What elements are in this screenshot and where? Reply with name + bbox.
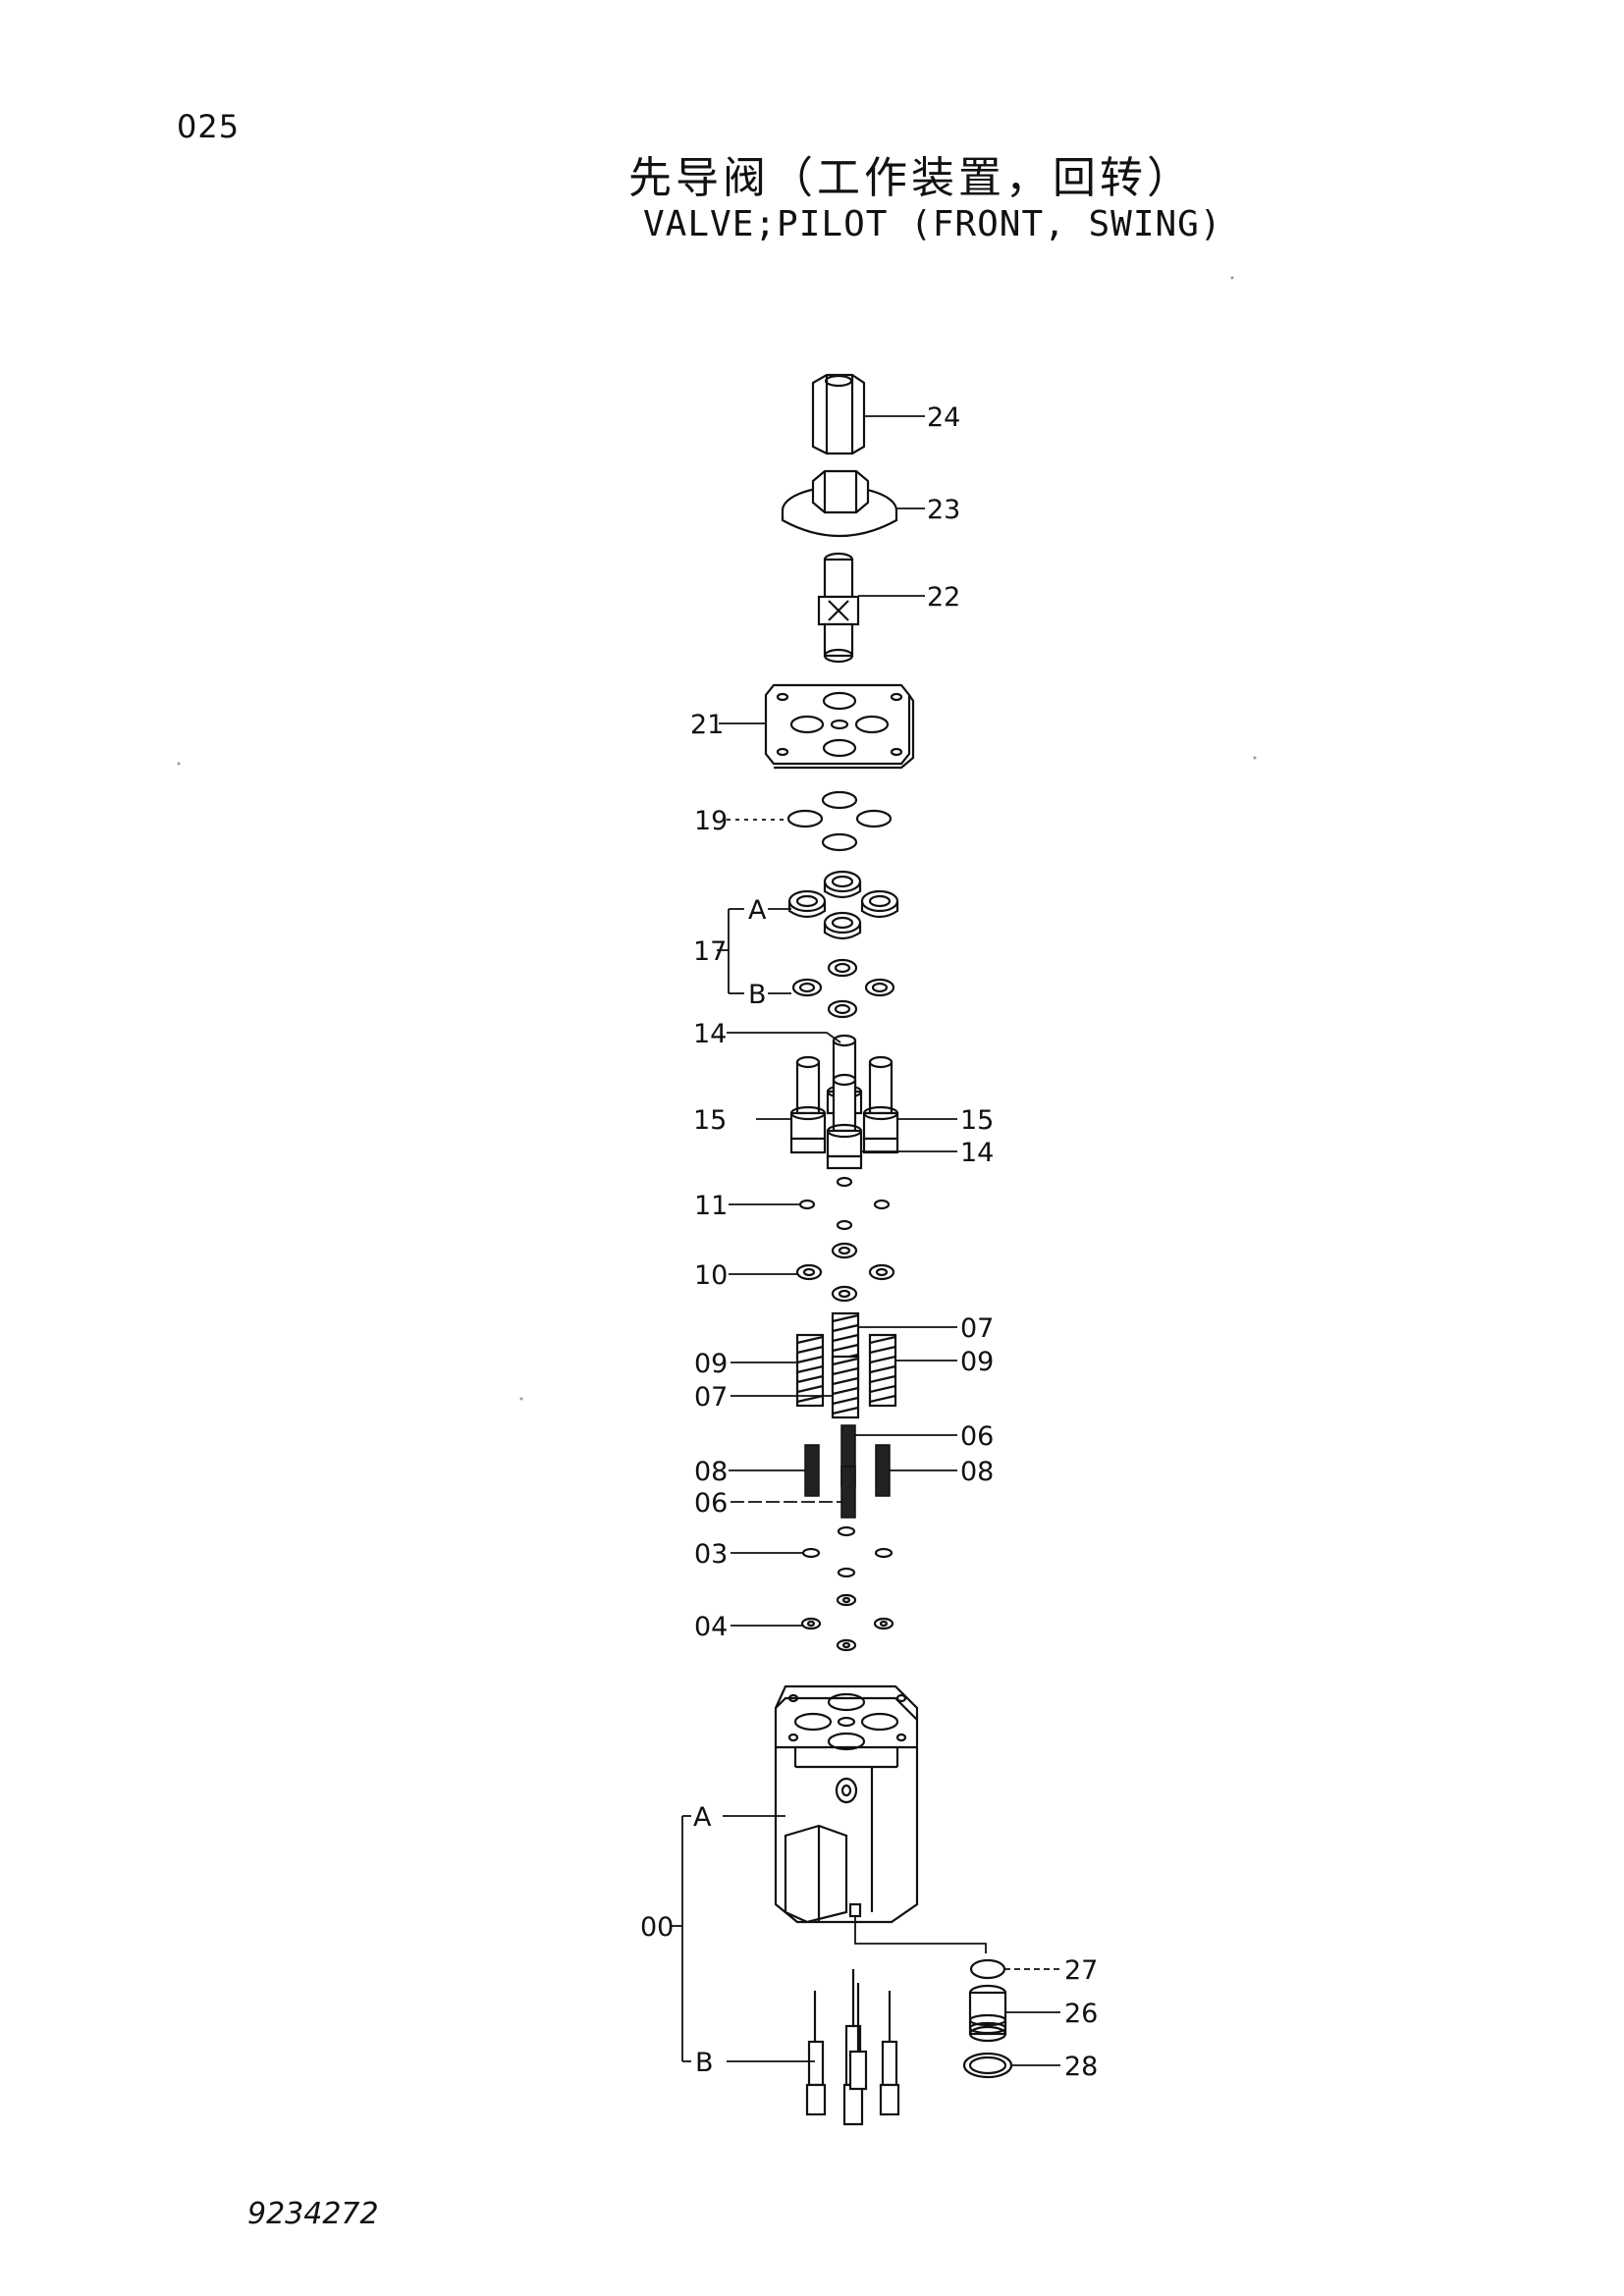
part-24-hex-coupling — [811, 373, 866, 455]
callout-26: 26 — [1064, 1999, 1098, 2029]
callout-17-A: A — [748, 895, 767, 926]
callout-14-bottom: 14 — [960, 1138, 994, 1168]
part-09-spring-right — [868, 1333, 897, 1408]
part-06-inner-spring-front — [840, 1466, 856, 1519]
callout-03: 03 — [694, 1539, 728, 1570]
callout-00-A: A — [693, 1802, 712, 1833]
callout-06-right: 06 — [960, 1421, 994, 1452]
callout-08-right: 08 — [960, 1457, 994, 1487]
callout-06-left: 06 — [694, 1488, 728, 1519]
part-26-plug — [968, 1984, 1007, 2043]
part-03-washers — [801, 1525, 893, 1578]
callout-00: 00 — [640, 1912, 674, 1943]
callout-10: 10 — [694, 1260, 728, 1291]
page-number: 025 — [177, 108, 241, 145]
callout-27: 27 — [1064, 1955, 1098, 1986]
part-04-shims — [800, 1593, 894, 1652]
callout-21: 21 — [690, 710, 724, 740]
part-10-spring-seats — [795, 1242, 895, 1303]
callout-04: 04 — [694, 1612, 728, 1642]
part-27-o-ring — [969, 1958, 1006, 1980]
part-07-spring-front — [831, 1355, 860, 1419]
callout-15-right: 15 — [960, 1105, 994, 1136]
callout-07-left: 07 — [694, 1382, 728, 1413]
callout-19: 19 — [694, 806, 728, 836]
callout-15-left: 15 — [693, 1105, 727, 1136]
part-15-pusher-right — [862, 1055, 899, 1154]
title-english: VALVE;PILOT (FRONT, SWING) — [643, 204, 1222, 244]
part-09-spring-left — [795, 1333, 825, 1408]
callout-09-right: 09 — [960, 1347, 994, 1377]
callout-28: 28 — [1064, 2052, 1098, 2082]
part-14-pusher-front — [826, 1073, 863, 1170]
callout-23: 23 — [927, 495, 960, 525]
part-00-B-push-rods — [805, 1969, 900, 2126]
callout-00-B: B — [695, 2048, 714, 2078]
part-17-seal-assemblies — [787, 870, 899, 1019]
callout-11: 11 — [694, 1191, 728, 1221]
part-22-universal-joint — [817, 552, 860, 664]
part-19-o-rings — [786, 790, 893, 852]
callout-17: 17 — [693, 936, 727, 967]
title-chinese: 先导阀（工作装置，回转） — [628, 153, 1194, 203]
part-11-rings — [798, 1176, 891, 1231]
document-id: 9234272 — [247, 2197, 379, 2231]
part-08-inner-spring-left — [804, 1444, 820, 1497]
part-15-pusher-left — [789, 1055, 827, 1154]
part-08-inner-spring-right — [875, 1444, 891, 1497]
part-23-cover-plate — [781, 469, 898, 538]
part-21-plate — [764, 683, 915, 770]
part-28-ring — [962, 2052, 1013, 2079]
callout-17-B: B — [748, 980, 767, 1010]
part-00-A-valve-body — [774, 1684, 919, 1924]
callout-07-right: 07 — [960, 1313, 994, 1344]
callout-24: 24 — [927, 402, 960, 433]
callout-09-left: 09 — [694, 1349, 728, 1379]
callout-08-left: 08 — [694, 1457, 728, 1487]
callout-14-top: 14 — [693, 1019, 727, 1049]
callout-22: 22 — [927, 582, 960, 613]
